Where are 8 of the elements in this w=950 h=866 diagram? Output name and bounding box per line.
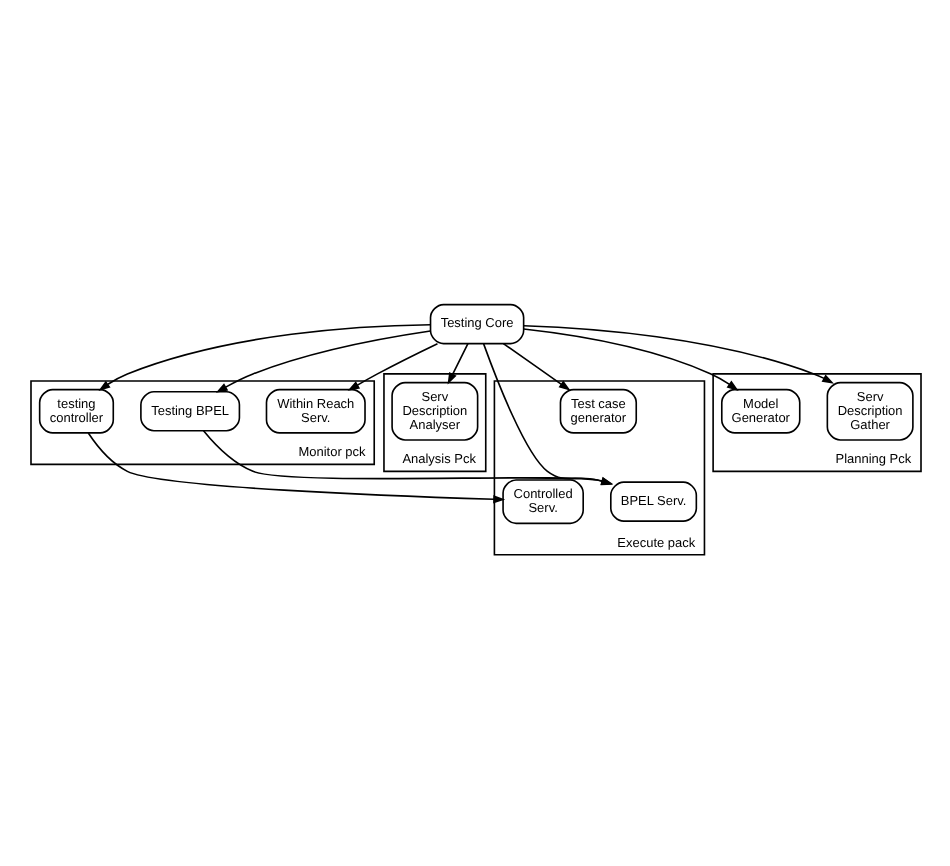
arrow [501, 341, 570, 390]
arrow [522, 323, 834, 383]
arrow [346, 341, 438, 390]
arrow [214, 329, 431, 392]
arrow [446, 341, 468, 384]
arrow [97, 322, 431, 390]
arrow [521, 327, 738, 390]
arrow [86, 431, 505, 503]
